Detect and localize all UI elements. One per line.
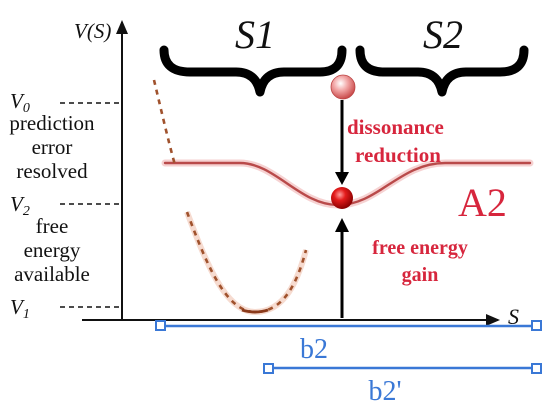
svg-text:energy: energy [24,238,81,262]
svg-text:dissonance: dissonance [347,115,444,139]
dotted-well-upper [152,79,177,166]
interval-b2-label: b2 [300,334,328,365]
svg-text:gain: gain [402,264,439,286]
interval-b2-prime [263,363,542,374]
y-axis [116,20,128,320]
svg-text:prediction: prediction [9,111,95,135]
svg-text:free energy: free energy [372,237,468,259]
upper-ball [330,74,356,100]
dotted-well-lower-glow [184,210,309,316]
svg-text:available: available [14,262,90,286]
free-energy-gain-label: free energy gain [372,237,468,286]
y-axis-label: V(S) [74,19,111,43]
attractor-label: A2 [458,180,507,225]
interval-b2 [155,320,542,331]
state-s1-label: S1 [235,12,275,57]
dissonance-arrow [335,100,349,185]
prediction-error-label: prediction error resolved [9,111,95,183]
v0-label: V0 [10,89,30,116]
state-s2-label: S2 [423,12,463,57]
dissonance-reduction-label: dissonance reduction [347,115,444,167]
x-axis [82,314,500,326]
v2-label: V2 [10,192,30,219]
svg-text:free: free [36,214,69,238]
dotted-well-lower [185,211,308,314]
svg-text:reduction: reduction [355,143,441,167]
dotted-well-bottom [241,308,269,314]
free-energy-gain-arrow [335,218,349,318]
lower-ball [331,187,353,209]
svg-text:resolved: resolved [16,159,88,183]
free-energy-available-label: free energy available [14,214,90,286]
interval-b2-prime-label: b2' [368,376,401,407]
svg-text:error: error [32,135,73,159]
x-axis-label: S [508,304,519,329]
v1-label: V1 [10,295,30,322]
s2-brace [355,45,529,97]
s1-brace [159,45,347,97]
